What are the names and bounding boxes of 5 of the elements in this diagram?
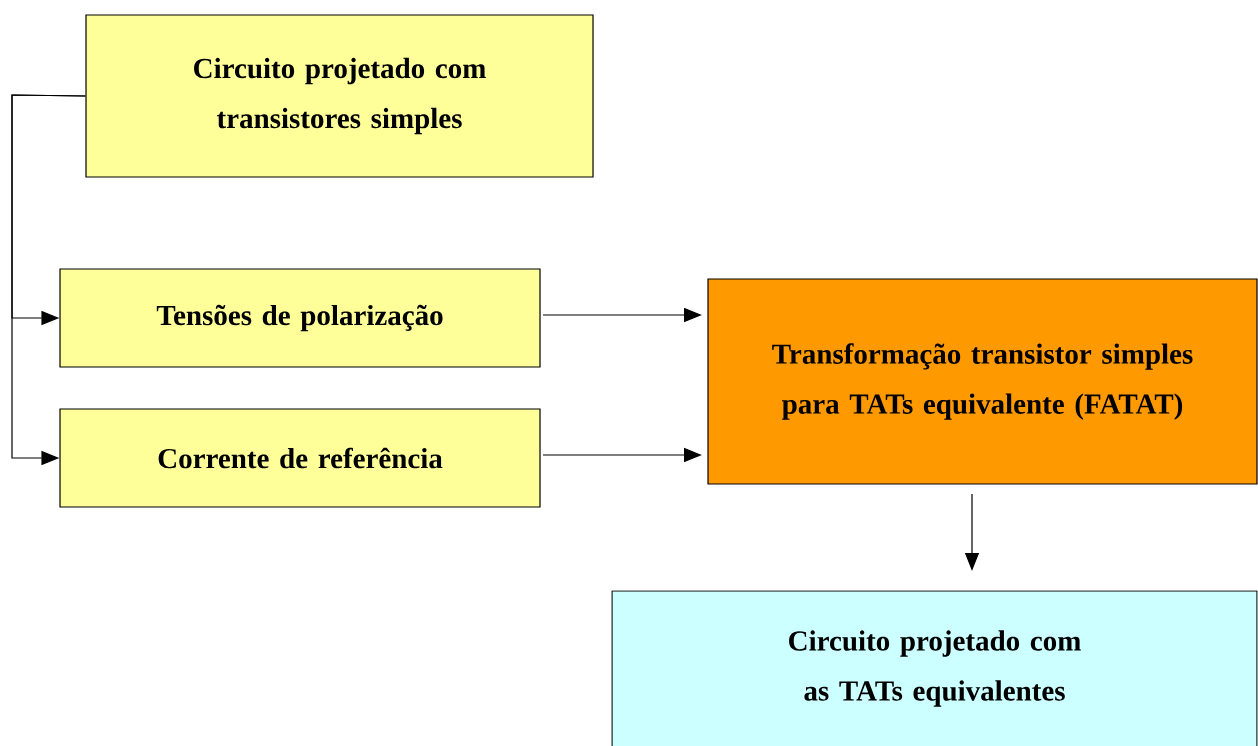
process-box: Circuito projetado com transistores simples xyxy=(85,14,594,178)
process-box: Corrente de referência xyxy=(59,408,541,508)
process-box: Circuito projetado com as TATs equivalentes xyxy=(611,590,1258,746)
process-box: Tensões de polarização xyxy=(59,268,541,368)
process-box: Transformação transistor simples para TATs equivalente (FATAT) xyxy=(707,278,1258,485)
